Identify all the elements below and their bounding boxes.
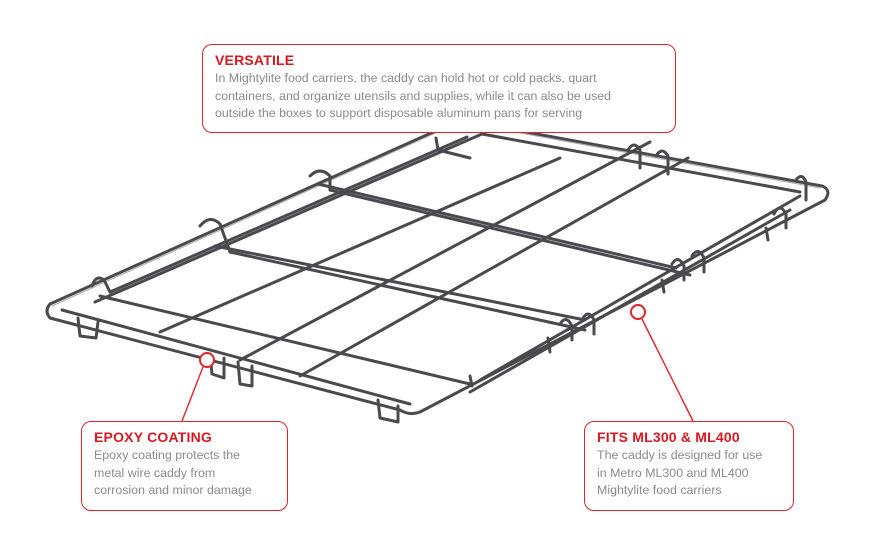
callout-epoxy-coating: EPOXY COATING Epoxy coating protects the… xyxy=(81,421,288,511)
callout-versatile-title: VERSATILE xyxy=(215,52,295,68)
callout-versatile-line-3: outside the boxes to support disposable … xyxy=(215,106,583,120)
callout-versatile: VERSATILE In Mightylite food carriers, t… xyxy=(202,44,676,133)
callout-epoxy-line-1: Epoxy coating protects the xyxy=(94,448,241,462)
fits-marker xyxy=(630,304,646,320)
callout-versatile-line-1: In Mightylite food carriers, the caddy c… xyxy=(215,71,597,85)
callout-epoxy-line-2: metal wire caddy from xyxy=(94,465,216,480)
epoxy-marker xyxy=(199,352,215,368)
callout-versatile-line-2: containers, and organize utensils and su… xyxy=(215,88,612,103)
callout-epoxy-title: EPOXY COATING xyxy=(94,429,212,445)
callout-fits: FITS ML300 & ML400 The caddy is designed… xyxy=(584,421,794,511)
callout-fits-line-3: Mightylite food carriers xyxy=(597,483,722,497)
callout-fits-title: FITS ML300 & ML400 xyxy=(597,429,740,445)
callout-epoxy-line-3: corrosion and minor damage xyxy=(94,483,252,497)
wire-caddy-rack-icon xyxy=(45,118,830,424)
callout-fits-line-1: The caddy is designed for use xyxy=(597,448,763,462)
epoxy-leader xyxy=(181,366,204,422)
callout-fits-line-2: in Metro ML300 and ML400 xyxy=(597,465,749,480)
fits-leader xyxy=(641,318,694,422)
